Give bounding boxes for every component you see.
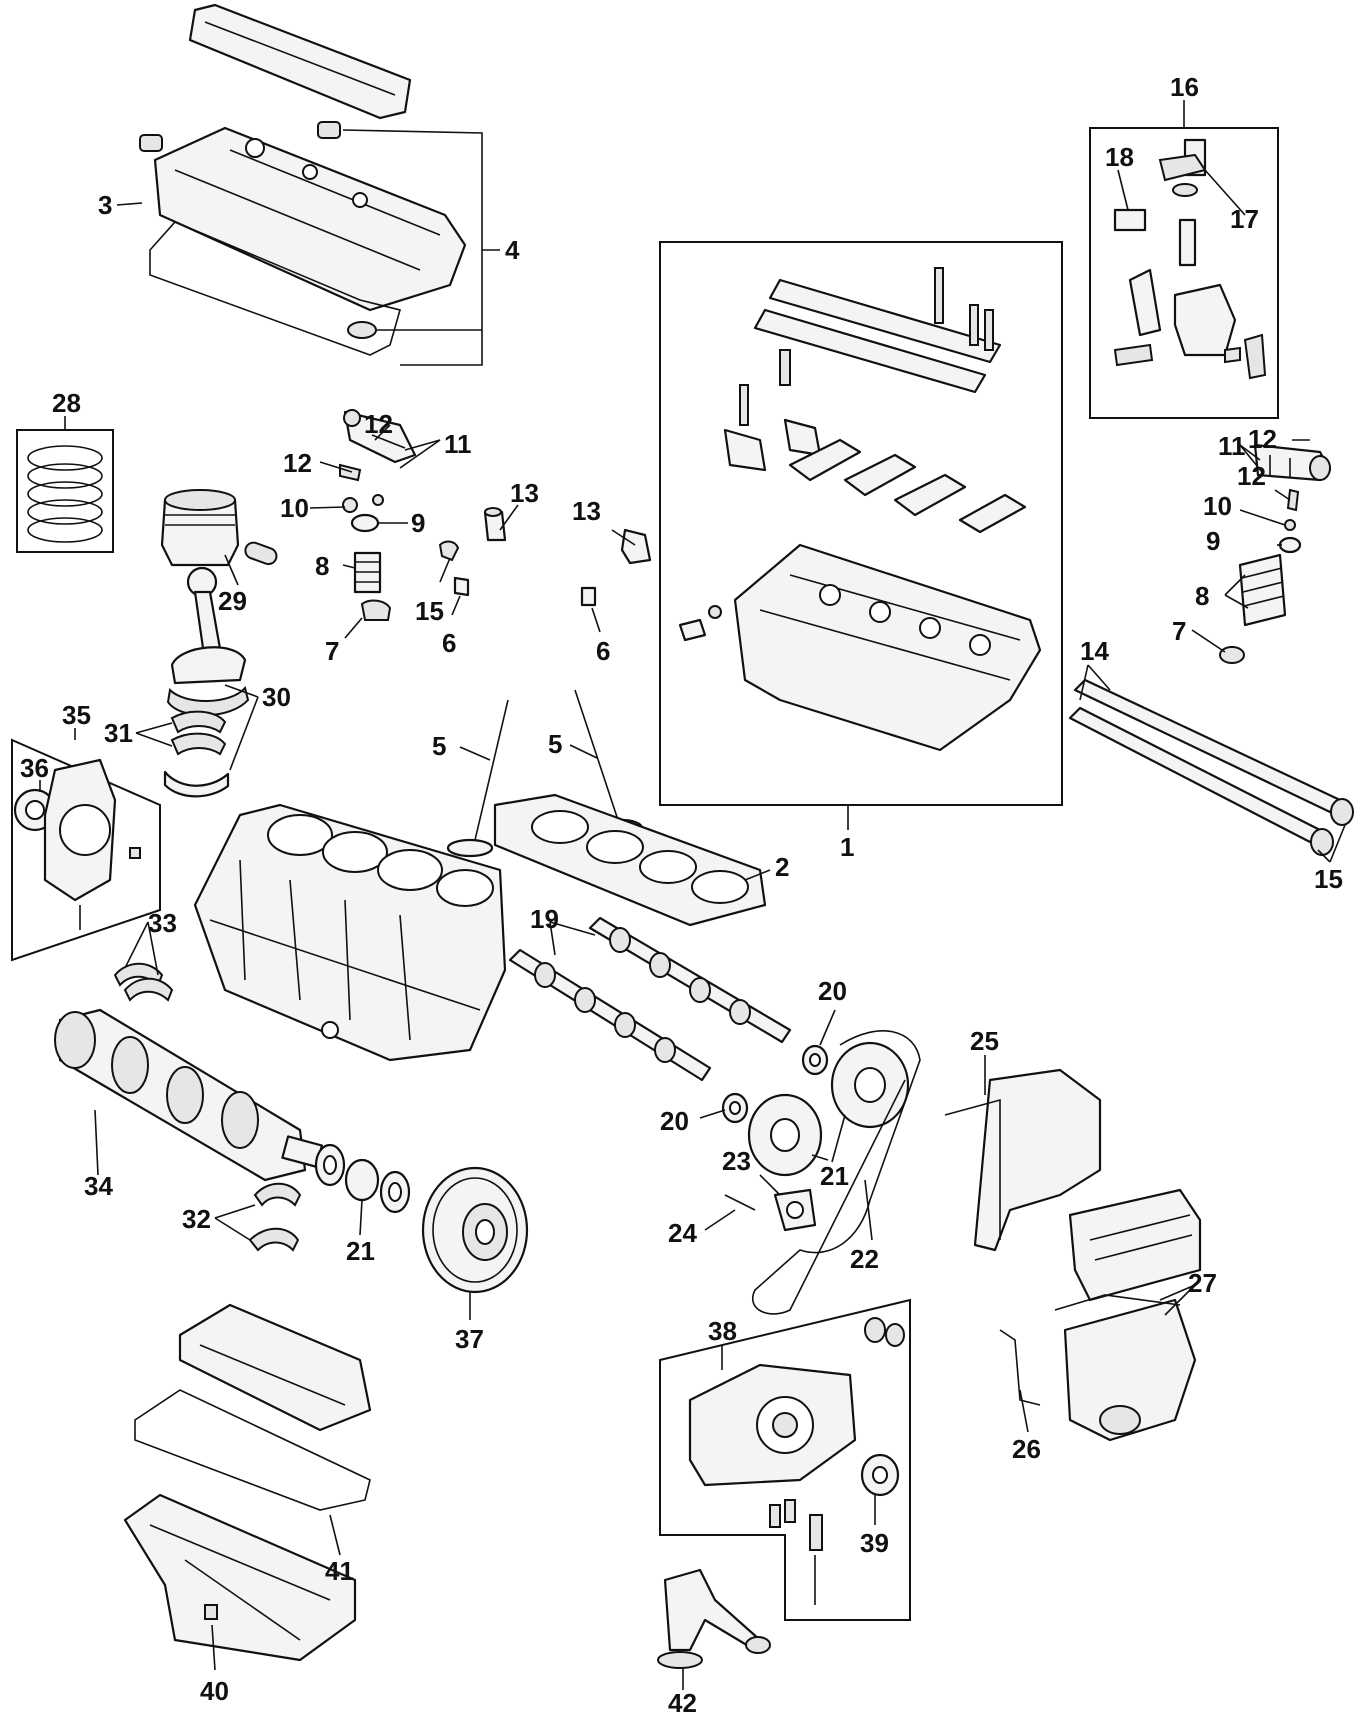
camshafts <box>508 916 792 1082</box>
callout-19: 19 <box>530 904 559 934</box>
callout-15-right: 15 <box>1314 864 1343 894</box>
oil-pan-gasket <box>134 1389 371 1511</box>
callout-36: 36 <box>20 753 49 783</box>
oil-strainer <box>657 1568 771 1690</box>
small-valve-parts-left <box>342 494 392 621</box>
baffle-plate <box>178 1303 372 1432</box>
callout-9-right: 9 <box>1206 526 1220 556</box>
rear-seal-housing <box>11 728 161 962</box>
head-gasket <box>493 793 771 927</box>
callout-7-right: 7 <box>1172 616 1186 646</box>
callout-12-right-top: 12 <box>1248 424 1277 454</box>
callout-9-left: 9 <box>411 508 425 538</box>
callout-25: 25 <box>970 1026 999 1056</box>
valve-guide-parts <box>438 504 652 633</box>
callout-17: 17 <box>1230 204 1259 234</box>
crankshaft <box>54 1008 324 1182</box>
callout-22: 22 <box>850 1244 879 1274</box>
cylinder-head-assembly <box>659 241 1063 830</box>
crank-pulley <box>421 1166 529 1320</box>
connecting-rod <box>166 566 250 717</box>
belt-tensioner <box>704 1174 817 1232</box>
leaders-valve-cover <box>116 129 500 366</box>
leaders-rocker-left <box>309 424 441 639</box>
callout-34: 34 <box>84 1171 113 1201</box>
spool-valve-box <box>1089 100 1279 419</box>
callout-14: 14 <box>1080 636 1109 666</box>
callout-38: 38 <box>708 1316 737 1346</box>
callout-26: 26 <box>1012 1434 1041 1464</box>
callout-3: 3 <box>98 190 112 220</box>
leaders-rod <box>135 684 259 771</box>
piston-rings-box <box>16 416 114 553</box>
callout-2: 2 <box>775 852 789 882</box>
callout-20-top: 20 <box>818 976 847 1006</box>
callout-40: 40 <box>200 1676 229 1706</box>
callout-8-right: 8 <box>1195 581 1209 611</box>
engine-top-cover <box>188 3 412 120</box>
valve-cover <box>139 121 467 312</box>
callout-42: 42 <box>668 1688 697 1718</box>
callout-13-right: 13 <box>572 496 601 526</box>
oil-pan <box>123 1493 357 1671</box>
callout-11-right: 11 <box>1218 431 1246 461</box>
engine-block <box>193 803 507 1062</box>
callout-23: 23 <box>722 1146 751 1176</box>
callout-15-left: 15 <box>415 596 444 626</box>
callout-39: 39 <box>860 1528 889 1558</box>
callout-21-right: 21 <box>820 1161 849 1191</box>
callout-10-right: 10 <box>1203 491 1232 521</box>
main-bearings <box>113 921 174 1002</box>
callout-31: 31 <box>104 718 133 748</box>
rocker-shafts <box>1068 664 1354 863</box>
callout-1: 1 <box>840 832 854 862</box>
callout-41: 41 <box>325 1556 354 1586</box>
callout-28: 28 <box>52 388 81 418</box>
callout-6-right: 6 <box>596 636 610 666</box>
callout-5-right: 5 <box>548 729 562 759</box>
callout-11-left: 11 <box>444 429 472 459</box>
callout-16: 16 <box>1170 72 1199 102</box>
callout-5-left: 5 <box>432 731 446 761</box>
callout-8-left: 8 <box>315 551 329 581</box>
callout-30: 30 <box>262 682 291 712</box>
callout-13-left: 13 <box>510 478 539 508</box>
callout-29: 29 <box>218 586 247 616</box>
leaders-rocker-right <box>1191 439 1310 653</box>
callout-24: 24 <box>668 1218 697 1248</box>
cam-seals <box>699 1009 836 1124</box>
callout-4: 4 <box>505 235 520 265</box>
piston <box>160 489 278 586</box>
upper-timing-cover-rear <box>944 1055 1102 1252</box>
callout-21-left: 21 <box>346 1236 375 1266</box>
upper-timing-cover <box>1068 1188 1202 1302</box>
callout-12-right: 12 <box>1237 461 1266 491</box>
callout-27: 27 <box>1188 1268 1217 1298</box>
callout-20-bottom: 20 <box>660 1106 689 1136</box>
callout-18: 18 <box>1105 142 1134 172</box>
callout-37: 37 <box>455 1324 484 1354</box>
oil-pump-assembly <box>659 1298 911 1621</box>
callout-35: 35 <box>62 700 91 730</box>
rod-bearings <box>163 710 230 798</box>
rocker-arm-left <box>339 409 417 482</box>
callout-10-left: 10 <box>280 493 309 523</box>
callout-12-left: 12 <box>283 448 312 478</box>
callout-33: 33 <box>148 908 177 938</box>
rocker-arm-right <box>1219 443 1332 664</box>
thrust-bearings <box>214 1182 302 1252</box>
timing-belt <box>752 1030 921 1315</box>
timing-cover-gasket <box>999 1329 1041 1433</box>
callout-12-left-top: 12 <box>364 409 393 439</box>
crank-sprocket-parts <box>314 1143 411 1236</box>
callout-7-left: 7 <box>325 636 339 666</box>
callout-32: 32 <box>182 1204 211 1234</box>
cam-pulleys <box>747 1041 910 1177</box>
lower-timing-cover <box>1054 1284 1197 1442</box>
callout-6-left: 6 <box>442 628 456 658</box>
